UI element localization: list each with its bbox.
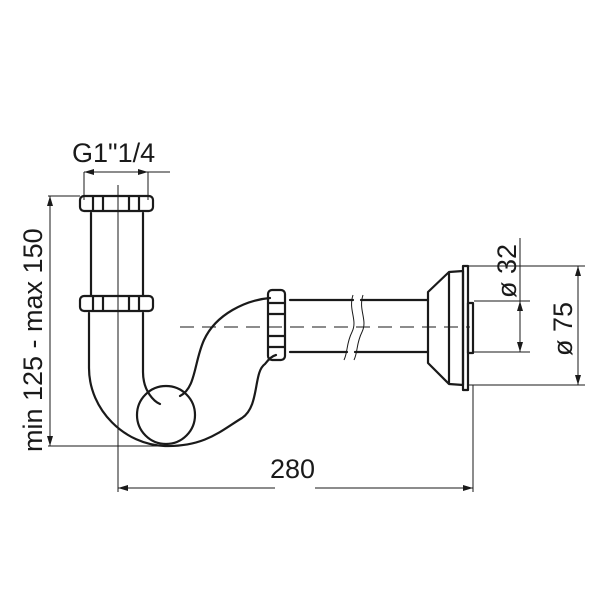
- thread-dimension: [83, 169, 170, 492]
- length-dimension: [118, 485, 473, 491]
- tailpiece-tube: [89, 211, 145, 298]
- outlet-nut: [266, 288, 287, 362]
- upper-nut: [78, 194, 155, 213]
- length-label: 280: [270, 454, 315, 484]
- flange-diameter-label: ø 75: [548, 302, 578, 356]
- wall-flange: [426, 264, 475, 392]
- outlet-diameter-label: ø 32: [492, 244, 522, 298]
- diameter-dimensions: [469, 238, 585, 492]
- u-bend: [87, 296, 278, 448]
- height-label: min 125 - max 150: [18, 228, 48, 452]
- lower-nut: [78, 294, 155, 313]
- horizontal-pipe: [180, 294, 470, 361]
- thread-label: G1"1/4: [72, 138, 155, 168]
- height-dimension: [47, 195, 170, 447]
